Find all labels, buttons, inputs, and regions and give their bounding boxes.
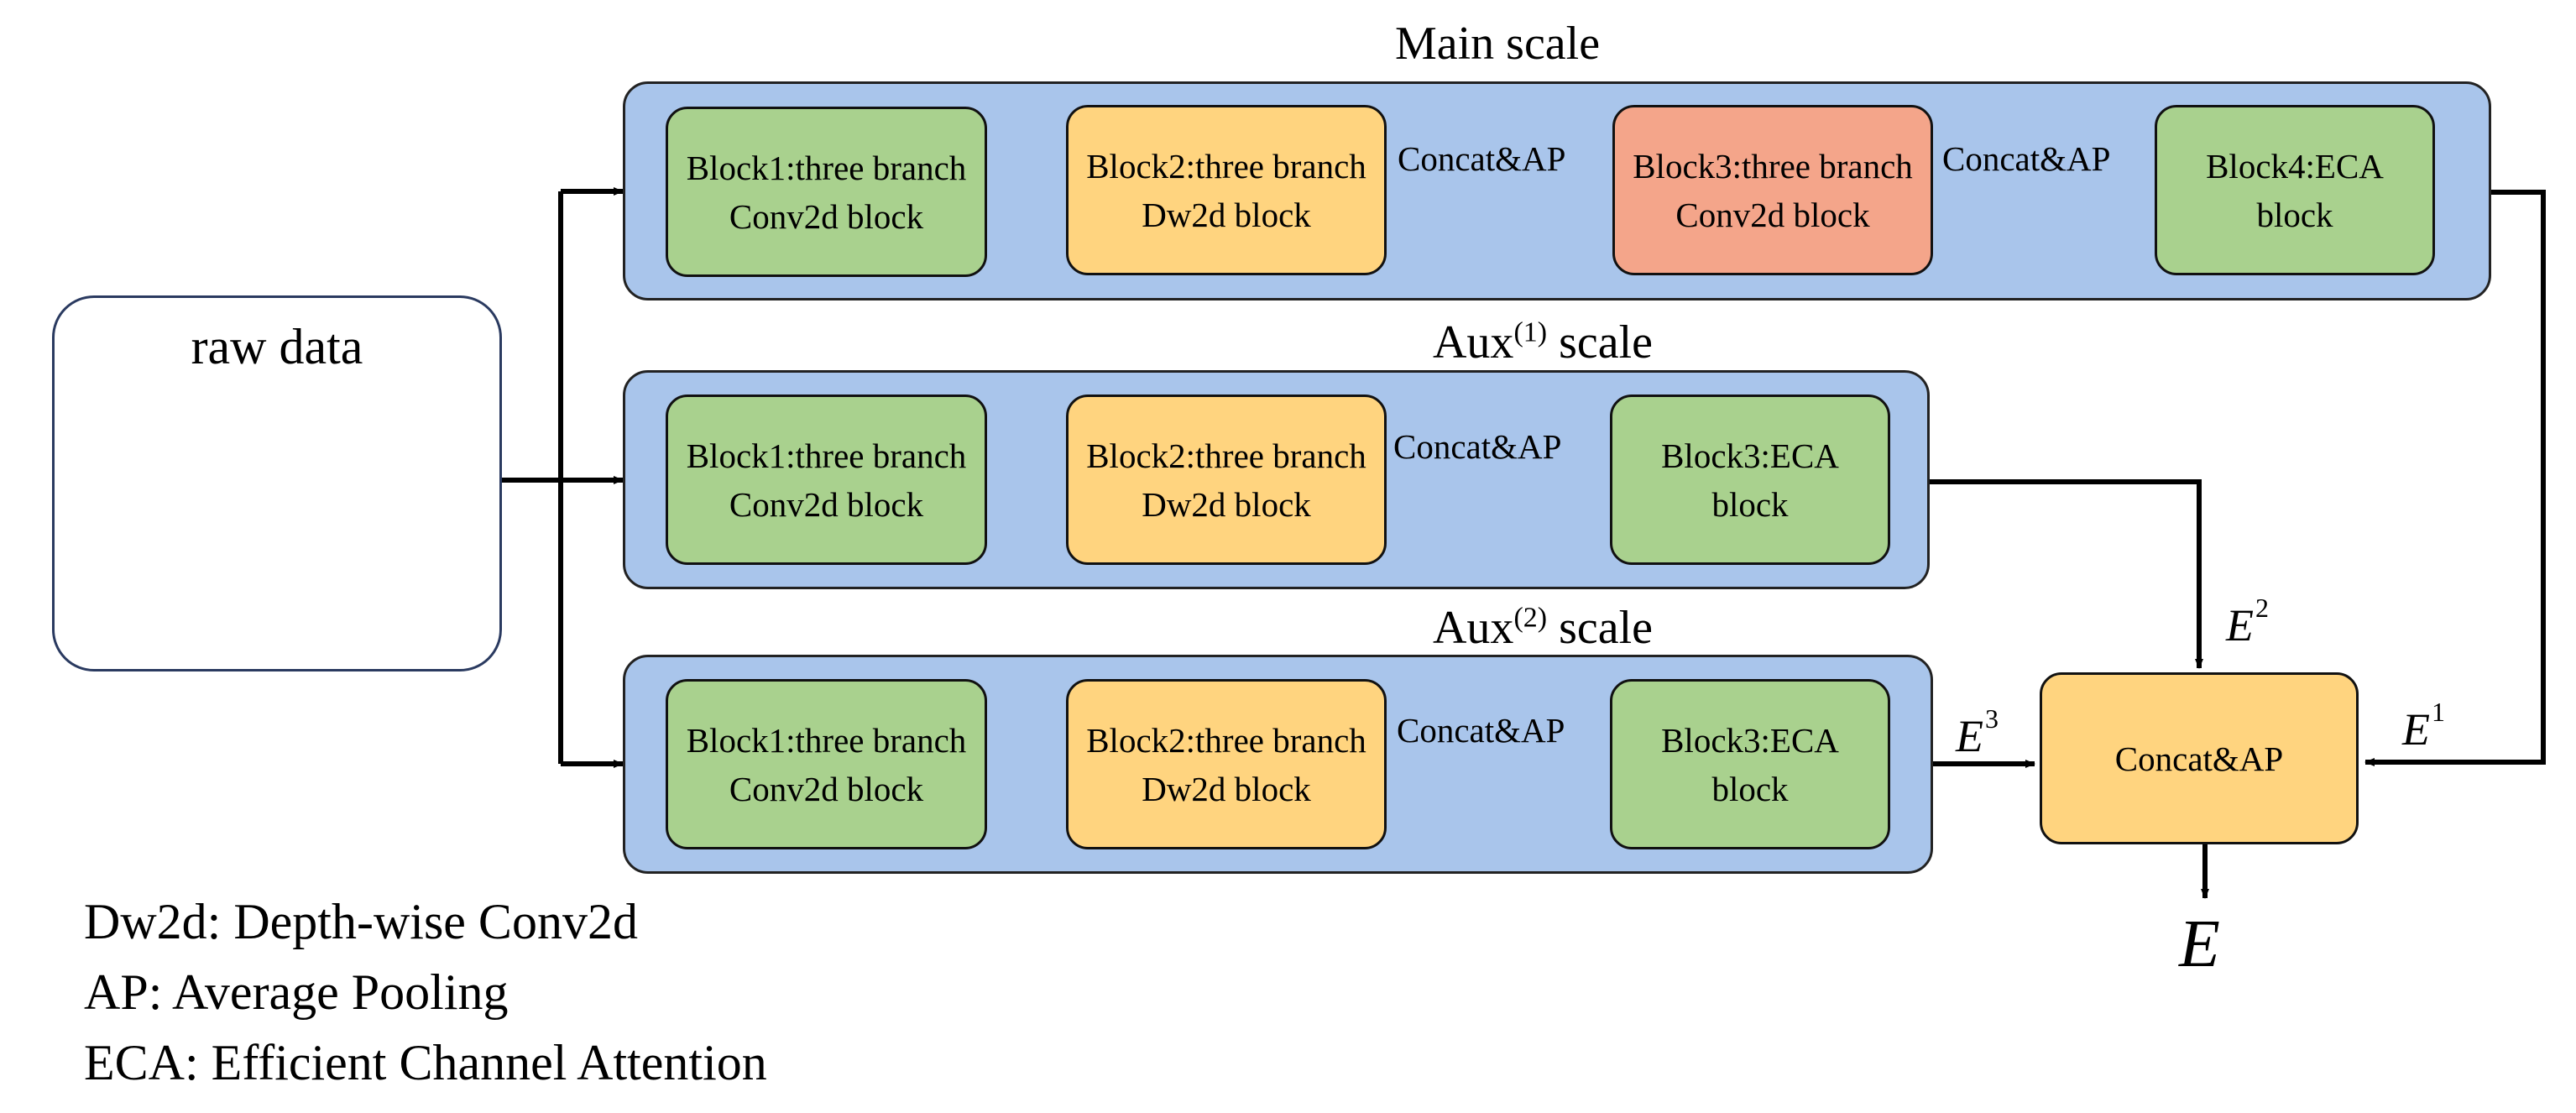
fusion-concat-block: Concat&AP	[2040, 672, 2359, 844]
aux2-edge-label-2-3: Concat&AP	[1397, 711, 1565, 750]
label-e3: E3	[1956, 703, 1999, 761]
main-block1: Block1:three branch Conv2d block	[666, 107, 987, 277]
legend-dw2d: Dw2d: Depth-wise Conv2d	[84, 894, 638, 949]
aux1-block1: Block1:three branch Conv2d block	[666, 395, 987, 565]
main-block2: Block2:three branch Dw2d block	[1066, 105, 1387, 275]
main-edge-label-2-3: Concat&AP	[1398, 139, 1566, 178]
label-output-e: E	[2179, 907, 2220, 981]
legend-eca: ECA: Efficient Channel Attention	[84, 1035, 767, 1090]
raw-data-box: raw data	[52, 295, 502, 671]
raw-data-title: raw data	[191, 319, 363, 374]
aux1-scale-title: Aux(1) scale	[1432, 316, 1654, 368]
aux1-title-sup: (1)	[1513, 316, 1548, 348]
legend-ap: AP: Average Pooling	[84, 964, 509, 1020]
aux2-block3: Block3:ECA block	[1610, 679, 1890, 849]
aux2-block2: Block2:three branch Dw2d block	[1066, 679, 1387, 849]
aux1-edge-label-2-3: Concat&AP	[1393, 427, 1562, 466]
aux2-title-sup: (2)	[1513, 602, 1548, 634]
label-e2: E2	[2226, 593, 2269, 651]
label-e1: E1	[2402, 697, 2445, 755]
aux1-block3: Block3:ECA block	[1610, 395, 1890, 565]
main-block3: Block3:three branch Conv2d block	[1612, 105, 1933, 275]
main-block4: Block4:ECA block	[2155, 105, 2435, 275]
main-edge-label-3-4: Concat&AP	[1942, 139, 2111, 178]
aux2-block1: Block1:three branch Conv2d block	[666, 679, 987, 849]
arrow-aux1-to-fusion	[1929, 479, 2203, 669]
main-scale-title: Main scale	[1394, 18, 1601, 70]
aux2-scale-title: Aux(2) scale	[1432, 602, 1654, 654]
aux1-block2: Block2:three branch Dw2d block	[1066, 395, 1387, 565]
arrow-main-to-fusion	[2364, 190, 2546, 766]
